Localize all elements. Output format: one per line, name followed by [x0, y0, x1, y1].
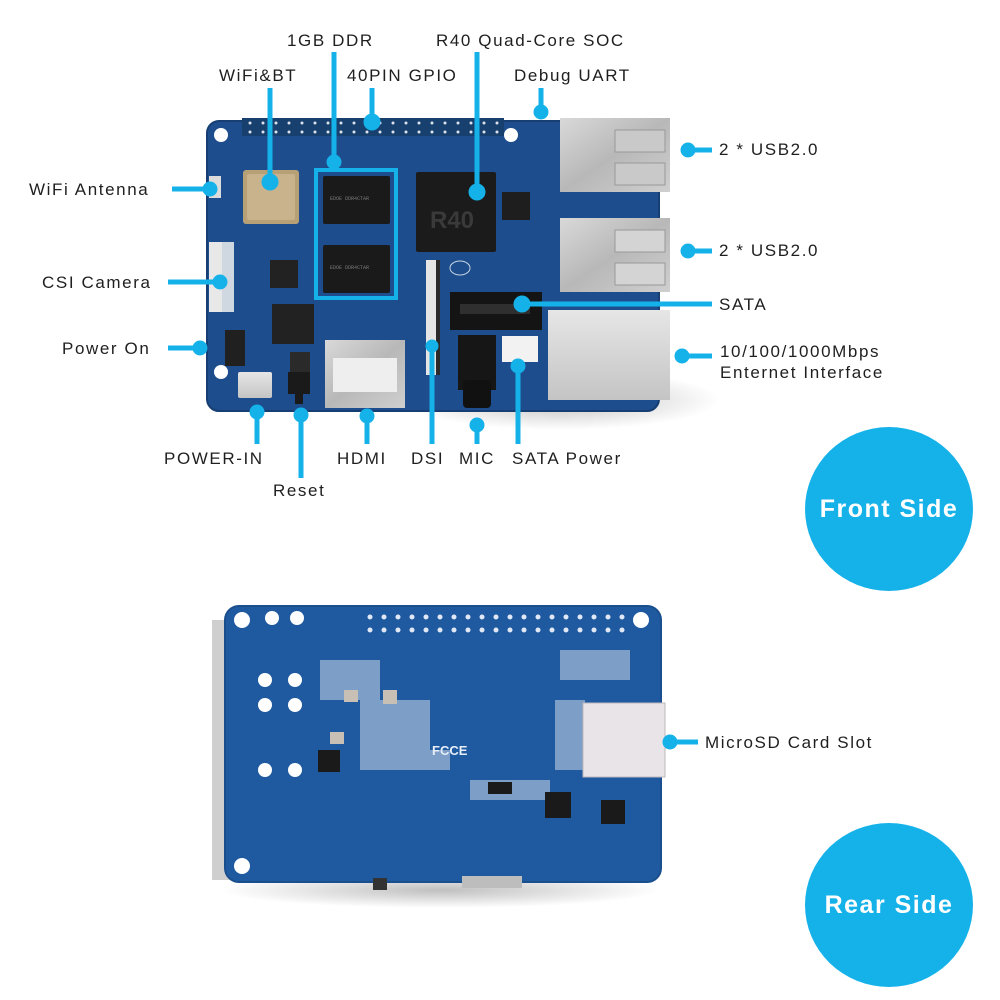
label-usb-bottom: 2 * USB2.0 [719, 241, 820, 260]
label-sata-power: SATA Power [512, 449, 622, 468]
label-csi-camera: CSI Camera [42, 273, 152, 292]
soc-marking: R40 [430, 207, 474, 234]
front-board: EDOE DDR4CTAR EDOE DDR4CTAR R40 [206, 118, 720, 430]
rear-side-badge: Rear Side [805, 823, 973, 987]
label-reset: Reset [273, 481, 326, 500]
label-sata: SATA [719, 295, 768, 314]
certification-marks: FCCE [432, 743, 468, 758]
svg-text:EDOE DDR4CTAR: EDOE DDR4CTAR [330, 196, 369, 202]
label-ethernet-speed: 10/100/1000Mbps [720, 342, 881, 361]
label-r40-soc: R40 Quad-Core SOC [436, 31, 625, 50]
svg-text:EDOE DDR4CTAR: EDOE DDR4CTAR [330, 265, 369, 271]
rear-side-badge-label: Rear Side [824, 890, 954, 919]
label-microsd-slot: MicroSD Card Slot [705, 733, 873, 752]
label-mic: MIC [459, 449, 495, 468]
front-side-badge-label: Front Side [819, 494, 959, 523]
front-callout-lines [168, 52, 712, 478]
rear-callout-lines [662, 734, 698, 750]
label-dsi: DSI [411, 449, 445, 468]
label-power-in: POWER-IN [164, 449, 264, 468]
label-40pin-gpio: 40PIN GPIO [347, 66, 458, 85]
label-1gb-ddr: 1GB DDR [287, 31, 374, 50]
label-ethernet-interface: Enternet Interface [720, 363, 884, 382]
label-usb-top: 2 * USB2.0 [719, 140, 820, 159]
front-side-badge: Front Side [805, 427, 973, 591]
label-wifi-antenna: WiFi Antenna [29, 180, 150, 199]
rear-board: FCCE [212, 605, 666, 908]
label-wifi-bt: WiFi&BT [219, 66, 298, 85]
label-power-on: Power On [62, 339, 151, 358]
label-debug-uart: Debug UART [514, 66, 631, 85]
label-hdmi: HDMI [337, 449, 387, 468]
